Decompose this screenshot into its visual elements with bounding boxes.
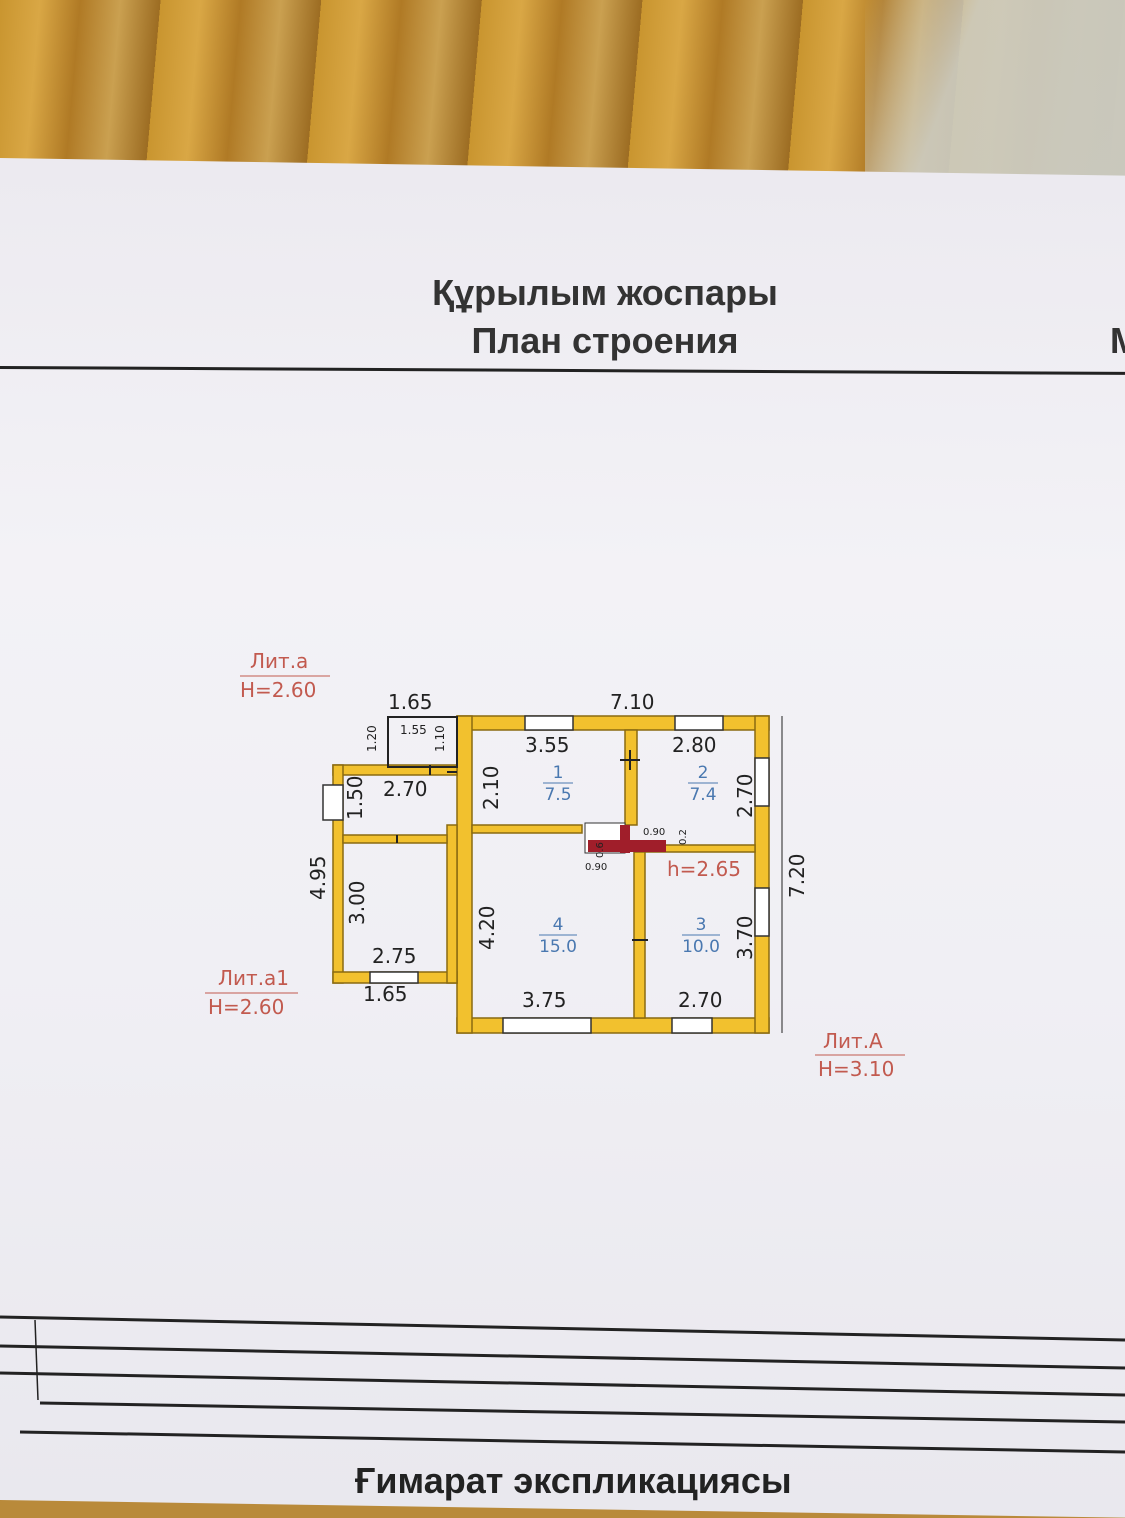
room-4-area: 15.0 bbox=[539, 937, 577, 957]
windows bbox=[322, 715, 770, 1034]
inner-height-label: h=2.65 bbox=[667, 857, 741, 881]
title-russian: План строения bbox=[471, 320, 739, 361]
dim-bottom-left: 1.65 bbox=[363, 982, 408, 1006]
cut-off-letter: М bbox=[1110, 320, 1125, 362]
room-1-number: 1 bbox=[553, 763, 564, 783]
tablecloth-shadow bbox=[865, 0, 1125, 190]
dim-stove-a: 0.90 bbox=[643, 827, 665, 838]
dim-room3-height: 3.70 bbox=[733, 915, 757, 960]
dim-room3-width: 2.70 bbox=[678, 988, 723, 1012]
small-room bbox=[387, 716, 458, 768]
dim-stove-d: 0.90 bbox=[585, 862, 607, 873]
dimension-labels: 1.65 7.10 1.55 1.20 1.10 3.55 2.80 2.70 … bbox=[306, 690, 809, 1012]
dim-room1-height: 2.10 bbox=[479, 765, 503, 810]
dim-small-h: 1.20 bbox=[365, 725, 379, 752]
stove bbox=[584, 822, 666, 854]
dim-small-w: 1.55 bbox=[400, 723, 427, 737]
door-marks bbox=[396, 750, 648, 941]
dim-stove-b: 0.2 bbox=[678, 829, 689, 845]
room-2-area: 7.4 bbox=[689, 785, 716, 805]
title-kazakh: Құрылым жоспары bbox=[432, 272, 778, 313]
footer-title: Ғимарат экспликациясы bbox=[355, 1460, 792, 1501]
lit-a1-height: H=2.60 bbox=[208, 995, 284, 1019]
lit-labels: Лит.а H=2.60 Лит.а1 H=2.60 Лит.А H=3.10 … bbox=[205, 649, 905, 1081]
dim-left-total: 4.95 bbox=[306, 855, 330, 900]
room-4-number: 4 bbox=[553, 915, 564, 935]
dim-porch-width: 2.70 bbox=[383, 777, 428, 801]
dim-room4-height: 4.20 bbox=[475, 905, 499, 950]
room-3-number: 3 bbox=[696, 915, 707, 935]
lit-A-name: Лит.А bbox=[823, 1029, 883, 1053]
room-1-area: 7.5 bbox=[544, 785, 571, 805]
dim-stove-c: 0.6 bbox=[595, 842, 606, 858]
dim-right-total: 7.20 bbox=[785, 853, 809, 898]
dim-room1-width: 3.55 bbox=[525, 733, 570, 757]
dim-room2-width: 2.80 bbox=[672, 733, 717, 757]
table-verticals bbox=[34, 1319, 39, 1401]
dim-vestibule-width: 2.75 bbox=[372, 944, 417, 968]
dim-room2-height: 2.70 bbox=[733, 773, 757, 818]
dim-top-total: 7.10 bbox=[610, 690, 655, 714]
dim-vestibule-height: 3.00 bbox=[345, 880, 369, 925]
table-rules bbox=[0, 1315, 1125, 1454]
dim-top-left: 1.65 bbox=[388, 690, 433, 714]
lit-a-height: H=2.60 bbox=[240, 678, 316, 702]
room-2-number: 2 bbox=[698, 763, 709, 783]
dim-small-h2: 1.10 bbox=[433, 725, 447, 752]
dim-room4-width: 3.75 bbox=[522, 988, 567, 1012]
room-3-area: 10.0 bbox=[682, 937, 720, 957]
dim-porch-height: 1.50 bbox=[343, 775, 367, 820]
room-labels: 1 7.5 2 7.4 3 10.0 4 15.0 bbox=[539, 763, 720, 957]
lit-A-height: H=3.10 bbox=[818, 1057, 894, 1081]
lit-a-name: Лит.а bbox=[250, 649, 308, 673]
lit-a1-name: Лит.а1 bbox=[218, 966, 289, 990]
